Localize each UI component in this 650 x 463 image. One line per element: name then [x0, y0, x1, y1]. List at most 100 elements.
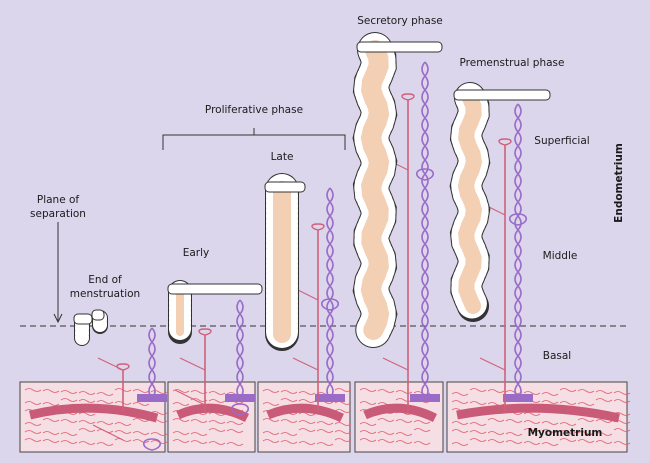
muscle-fiber: [298, 412, 316, 416]
muscle-fiber: [262, 439, 280, 443]
surface-epithelium: [91, 309, 105, 321]
myometrium-layer: [19, 381, 631, 453]
muscle-fiber: [190, 432, 208, 436]
muscle-fiber: [208, 391, 226, 395]
muscle-fiber: [541, 400, 559, 404]
muscle-fiber: [487, 431, 505, 435]
vein: [150, 327, 156, 399]
muscle-fiber: [298, 391, 316, 395]
muscle-fiber: [78, 391, 96, 395]
muscle-fiber: [132, 389, 150, 393]
muscle-fiber: [208, 420, 226, 424]
vein: [328, 187, 334, 399]
muscle-fiber: [595, 398, 613, 402]
muscle-fiber: [334, 438, 352, 442]
muscle-fiber: [280, 419, 298, 423]
muscle-fiber: [395, 419, 413, 423]
muscle-fiber: [280, 398, 298, 402]
muscle-fiber: [298, 428, 316, 432]
gland: [167, 280, 263, 344]
proliferative-bracket: [162, 128, 346, 150]
vein-coil: [230, 403, 250, 416]
vein: [421, 61, 427, 399]
muscle-fiber: [316, 442, 334, 446]
artery-coil: [116, 363, 130, 371]
muscle-fiber: [359, 438, 377, 442]
muscle-fiber: [114, 422, 132, 426]
label-superficial: Superficial: [534, 135, 589, 147]
muscle-fiber: [541, 392, 559, 396]
label-myometrium: Myometrium: [528, 427, 603, 439]
muscle-fiber: [24, 430, 42, 434]
muscle-fiber: [395, 390, 413, 394]
muscle-fiber: [226, 429, 244, 433]
muscle-fiber: [469, 422, 487, 426]
label-end-line2: menstruation: [70, 288, 140, 300]
muscle-fiber: [60, 398, 78, 402]
muscle-fiber: [190, 419, 208, 423]
muscle-fiber: [298, 441, 316, 445]
muscle-fiber: [262, 402, 280, 406]
muscle-fiber: [208, 399, 226, 403]
muscle-fiber: [559, 422, 577, 426]
muscle-fiber: [523, 412, 541, 416]
muscle-fiber: [613, 412, 631, 416]
radial-artery: [456, 403, 620, 423]
label-proliferative-phase: Proliferative phase: [205, 104, 303, 116]
muscle-fiber: [78, 399, 96, 403]
muscle-fiber: [613, 428, 631, 432]
muscle-fiber: [577, 389, 595, 393]
vein: [238, 299, 244, 399]
surface-epithelium: [453, 89, 551, 101]
muscle-fiber: [595, 390, 613, 394]
muscle-fiber: [413, 428, 431, 432]
vein: [514, 103, 520, 399]
gland: [73, 313, 93, 346]
muscle-fiber: [377, 431, 395, 435]
muscle-fiber: [24, 401, 42, 405]
muscle-fiber: [132, 418, 150, 422]
muscle-fiber: [451, 429, 469, 433]
muscle-fiber: [541, 429, 559, 433]
gland-lumen: [457, 90, 483, 314]
muscle-fiber: [208, 412, 226, 416]
muscle-fiber: [42, 402, 60, 406]
muscle-fiber: [469, 430, 487, 434]
muscle-fiber: [96, 442, 114, 446]
muscle-fiber: [541, 442, 559, 446]
muscle-fiber: [262, 418, 280, 422]
muscle-fiber: [595, 440, 613, 444]
muscle-fiber: [60, 432, 78, 436]
muscle-fiber: [451, 392, 469, 396]
muscle-fiber: [132, 431, 150, 435]
muscle-fiber: [150, 390, 168, 394]
muscle-fiber: [42, 431, 60, 435]
muscle-fiber: [78, 441, 96, 445]
muscle-fiber: [577, 431, 595, 435]
muscle-fiber: [413, 441, 431, 445]
muscle-fiber: [613, 399, 631, 403]
muscle-fiber: [42, 389, 60, 393]
muscle-fiber: [60, 419, 78, 423]
vein: [516, 103, 522, 399]
muscle-fiber: [451, 442, 469, 446]
muscle-fiber: [316, 429, 334, 433]
muscle-fiber: [60, 440, 78, 444]
muscle-fiber: [451, 421, 469, 425]
muscle-fiber: [577, 402, 595, 406]
vein-coil: [508, 213, 528, 226]
muscle-fiber: [359, 422, 377, 426]
gland: [449, 82, 551, 322]
muscle-fiber: [523, 420, 541, 424]
muscle-fiber: [208, 441, 226, 445]
muscle-fiber: [377, 439, 395, 443]
label-plane-line1: Plane of: [37, 194, 80, 206]
muscle-fiber: [280, 390, 298, 394]
blood-vessels: [28, 61, 620, 451]
artery-branch: [174, 357, 206, 406]
muscle-fiber: [577, 418, 595, 422]
muscle-fiber: [150, 432, 168, 436]
muscle-fiber: [377, 418, 395, 422]
radial-artery: [28, 403, 159, 423]
muscle-fiber: [541, 421, 559, 425]
